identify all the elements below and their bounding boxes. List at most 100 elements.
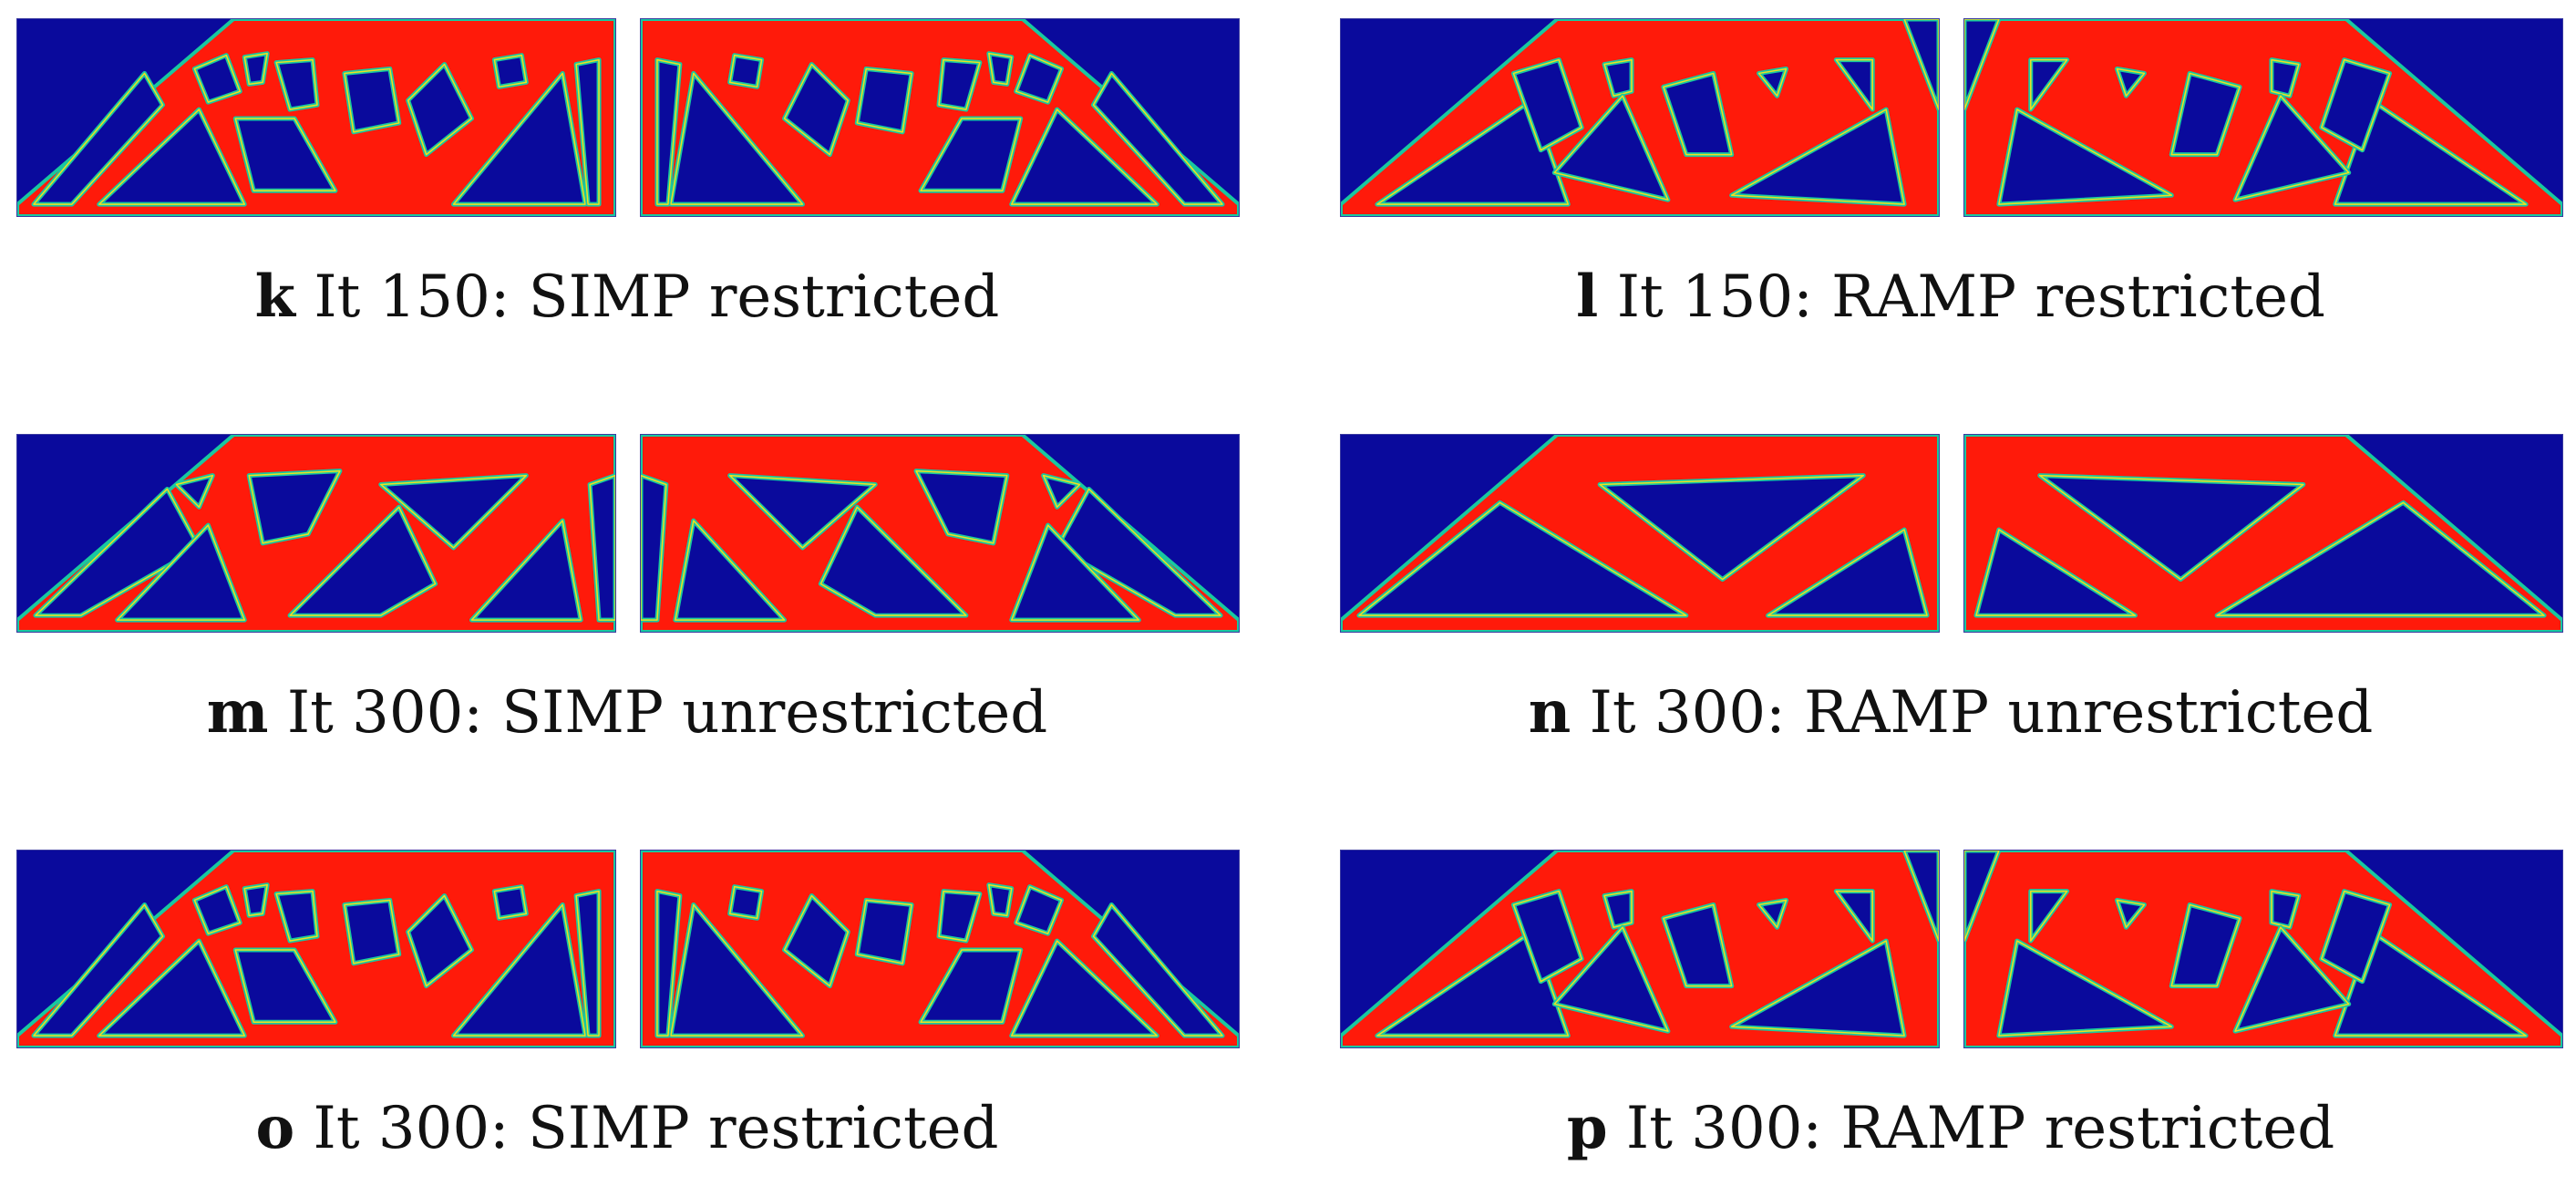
void-hole-edge — [670, 903, 804, 1036]
topology-left-image — [1340, 434, 1940, 633]
void-hole-edge — [98, 940, 245, 1036]
void-hole-edge — [2321, 58, 2391, 151]
void-hole-edge — [1512, 58, 1582, 151]
panel-letter: m — [206, 678, 269, 747]
void-hole-edge — [2234, 95, 2350, 201]
void-hole-edge — [920, 949, 1022, 1023]
panel-p: p It 300: RAMP restricted — [1340, 850, 2563, 1178]
void-hole-edge — [2170, 72, 2241, 156]
topology-left-image — [1340, 18, 1940, 217]
void-hole — [491, 53, 529, 89]
void-hole-edge — [33, 72, 164, 205]
void-hole-edge — [1767, 529, 1928, 616]
void-hole-edge — [728, 54, 763, 88]
topology-left-image — [16, 18, 616, 217]
void-hole-edge — [1358, 501, 1687, 616]
density-field — [1341, 435, 1939, 632]
void-hole-edge — [2030, 58, 2068, 110]
void-hole-edge — [243, 883, 268, 917]
void-hole-edge — [33, 903, 164, 1036]
void-hole-edge — [2039, 474, 2304, 581]
void-hole-edge — [1757, 899, 1788, 928]
void-hole-edge — [275, 890, 318, 942]
void-hole-edge — [2271, 890, 2300, 928]
void-hole-edge — [2030, 890, 2068, 942]
density-field — [17, 851, 615, 1047]
panel-letter: n — [1528, 678, 1571, 747]
void-hole-edge — [1599, 474, 1864, 581]
void-hole-edge — [234, 118, 336, 191]
caption-text: It 300: SIMP restricted — [313, 1095, 999, 1162]
void-hole-edge — [1663, 72, 1733, 156]
panel-l: l It 150: RAMP restricted — [1340, 18, 2563, 346]
void-hole-edge — [2116, 899, 2146, 928]
void-hole-edge — [1015, 54, 1063, 103]
void-hole-edge — [1042, 474, 1081, 509]
topology-left-image — [16, 850, 616, 1048]
void-hole-edge — [783, 63, 850, 156]
void-hole-edge — [193, 54, 242, 103]
density-field — [17, 435, 615, 632]
void-hole-edge — [243, 52, 268, 86]
density-field — [641, 19, 1239, 216]
void-hole-edge — [98, 108, 245, 205]
caption-o: o It 300: SIMP restricted — [16, 1094, 1238, 1162]
void-hole-edge — [728, 885, 763, 920]
void-hole-edge — [2170, 903, 2241, 987]
void-hole-edge — [783, 894, 850, 987]
void-hole-edge — [175, 474, 214, 509]
void-hole — [727, 884, 765, 921]
void-hole-edge — [116, 524, 245, 621]
void-hole-edge — [728, 474, 876, 549]
void-hole-edge — [1011, 940, 1159, 1036]
density-field — [1341, 19, 1939, 216]
panel-k: k It 150: SIMP restricted — [16, 18, 1240, 346]
void-hole-edge — [1603, 890, 1633, 928]
void-hole-edge — [380, 474, 528, 549]
void-hole-edge — [452, 72, 586, 205]
topology-right-image — [1963, 18, 2563, 217]
void-hole-edge — [915, 469, 1008, 544]
void-hole-edge — [2321, 890, 2391, 983]
void-hole-edge — [856, 67, 912, 133]
density-field — [1964, 19, 2562, 216]
void-hole-edge — [1553, 926, 1669, 1032]
void-hole-edge — [1835, 58, 1873, 110]
panel-letter: k — [254, 263, 296, 331]
void-hole-edge — [1998, 108, 2173, 205]
void-hole-edge — [575, 58, 600, 205]
void-hole-edge — [470, 520, 582, 621]
void-hole-edge — [589, 474, 615, 621]
density-field — [641, 851, 1239, 1047]
caption-l: l It 150: RAMP restricted — [1340, 263, 2561, 331]
void-hole-edge — [1835, 890, 1873, 942]
void-hole-edge — [1603, 58, 1633, 97]
void-hole-edge — [275, 58, 318, 110]
caption-text: It 150: SIMP restricted — [314, 263, 1000, 331]
void-hole-edge — [988, 52, 1013, 86]
caption-p: p It 300: RAMP restricted — [1340, 1094, 2561, 1162]
void-hole-edge — [344, 67, 400, 133]
void-hole-edge — [1903, 19, 1939, 110]
void-hole-edge — [2334, 99, 2527, 205]
void-hole-edge — [1730, 940, 1905, 1036]
void-hole-edge — [289, 506, 437, 616]
topology-left-image — [1340, 850, 1940, 1048]
void-hole-edge — [656, 890, 681, 1036]
void-hole-edge — [1011, 108, 1159, 205]
void-hole-edge — [193, 885, 242, 934]
topology-right-image — [1963, 850, 2563, 1048]
void-hole-edge — [670, 72, 804, 205]
void-hole — [727, 53, 765, 89]
void-hole-edge — [493, 54, 528, 88]
void-hole — [491, 884, 529, 921]
caption-m: m It 300: SIMP unrestricted — [16, 678, 1238, 747]
void-hole-edge — [1553, 95, 1669, 201]
void-hole-edge — [1730, 108, 1905, 205]
topology-right-image — [640, 434, 1240, 633]
caption-k: k It 150: SIMP restricted — [16, 263, 1238, 331]
caption-text: It 300: RAMP restricted — [1625, 1095, 2335, 1162]
void-hole-edge — [493, 885, 528, 920]
void-hole-edge — [1011, 524, 1140, 621]
void-hole-edge — [938, 890, 981, 942]
